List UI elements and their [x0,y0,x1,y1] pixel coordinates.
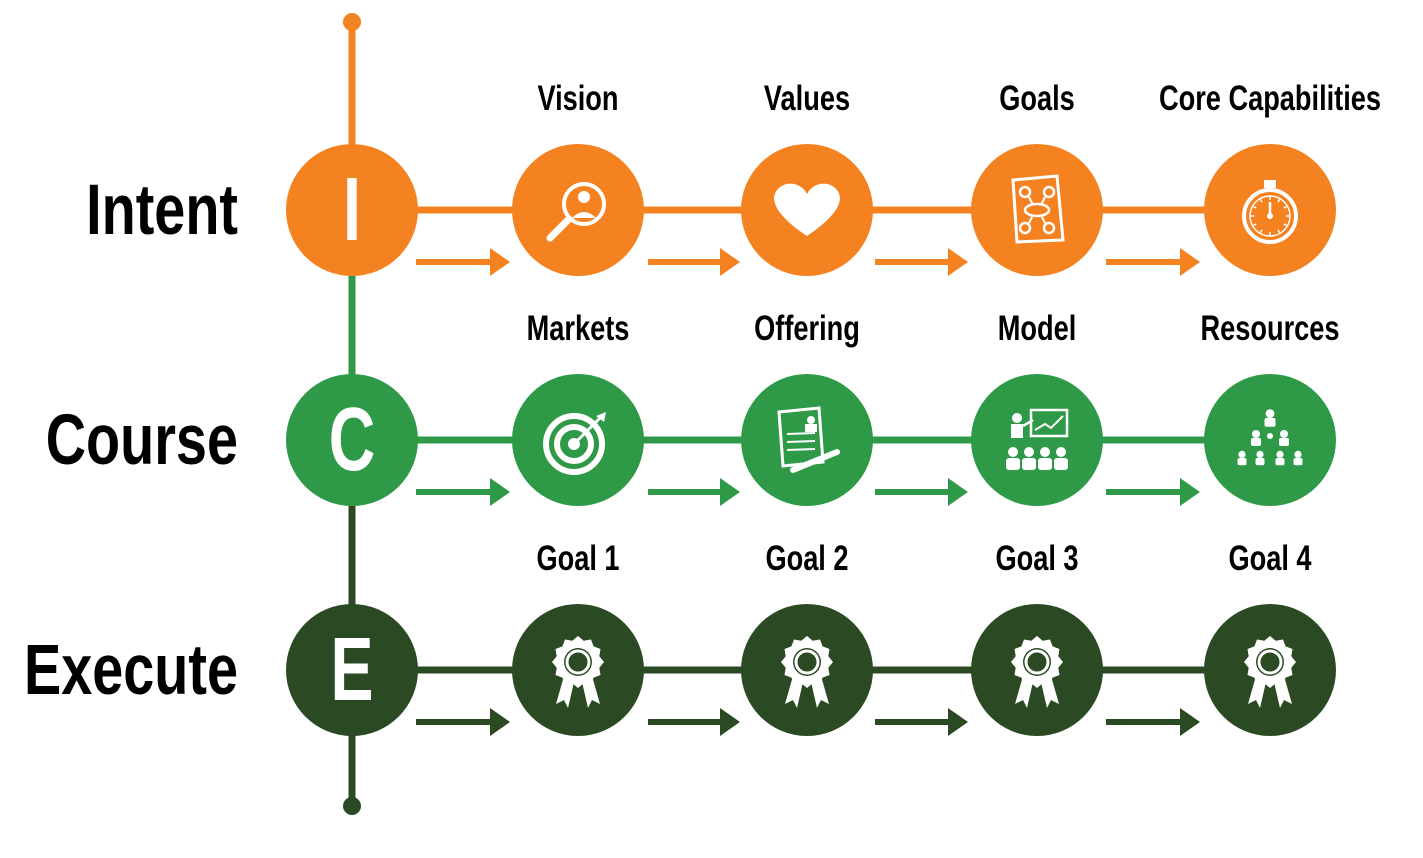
stage-letter: C [329,388,376,489]
stage-circle [286,374,418,506]
step-goals: Goals [971,79,1103,276]
award-ribbon-icon [552,636,604,708]
magnifier-person-icon [546,182,606,242]
row-execute: Execute E Goal 1 Goal 2 Goal 3 Goal 4 [24,539,1336,736]
step-circle [1204,374,1336,506]
spine-bottom-dot [343,797,361,815]
flow-arrow [648,708,740,736]
flow-arrow [875,708,968,736]
flow-arrow [416,248,510,276]
row-title: Execute [24,629,238,709]
step-goal-1: Goal 1 [512,539,644,736]
stage-circle [286,144,418,276]
flow-arrow [416,708,510,736]
step-label: Goal 2 [765,539,848,578]
step-circle [971,144,1103,276]
step-goal-3: Goal 3 [971,539,1103,736]
flow-arrow [1106,248,1200,276]
stage-letter: E [330,618,373,719]
stage-circle [286,604,418,736]
org-chart-icon [1237,409,1303,466]
step-goal-2: Goal 2 [741,539,873,736]
target-icon [543,412,606,475]
step-core-capabilities: Core Capabilities [1159,79,1381,276]
spine-top-dot [343,13,361,31]
heart-icon [774,183,840,236]
row-course: Course C Markets Offering Model Resources [46,309,1340,506]
flow-arrow [648,478,740,506]
step-model: Model [971,309,1103,506]
step-circle [512,144,644,276]
flow-arrow [875,478,968,506]
step-offering: Offering [741,309,873,506]
step-circle [971,374,1103,506]
flow-arrow [875,248,968,276]
step-circle [741,374,873,506]
step-label: Goal 1 [536,539,619,578]
rows: Intent I Vision Values Goals Core Capabilitie… [24,79,1381,736]
step-values: Values [741,79,873,276]
row-intent: Intent I Vision Values Goals Core Capabilitie… [86,79,1381,276]
award-ribbon-icon [1244,636,1296,708]
step-label: Goals [999,79,1075,118]
flow-arrow [1106,478,1200,506]
row-title: Intent [86,169,238,249]
step-markets: Markets [512,309,644,506]
step-label: Model [998,309,1077,348]
step-label: Values [764,79,850,118]
step-label: Resources [1200,309,1339,348]
step-label: Core Capabilities [1159,79,1381,118]
flow-arrow [648,248,740,276]
award-ribbon-icon [1011,636,1063,708]
step-label: Vision [537,79,618,118]
flow-arrow [416,478,510,506]
flowchart-document-icon [1011,174,1065,244]
step-label: Markets [527,309,630,348]
step-label: Goal 4 [1228,539,1312,578]
step-label: Offering [754,309,860,348]
stopwatch-icon [1242,180,1298,244]
presentation-icon [1006,408,1069,470]
document-pen-icon [777,406,840,473]
flow-arrow [1106,708,1200,736]
step-label: Goal 3 [995,539,1078,578]
row-title: Course [46,399,238,479]
step-resources: Resources [1200,309,1340,506]
step-vision: Vision [512,79,644,276]
award-ribbon-icon [781,636,833,708]
stage-letter: I [343,158,361,259]
step-goal-4: Goal 4 [1204,539,1336,736]
